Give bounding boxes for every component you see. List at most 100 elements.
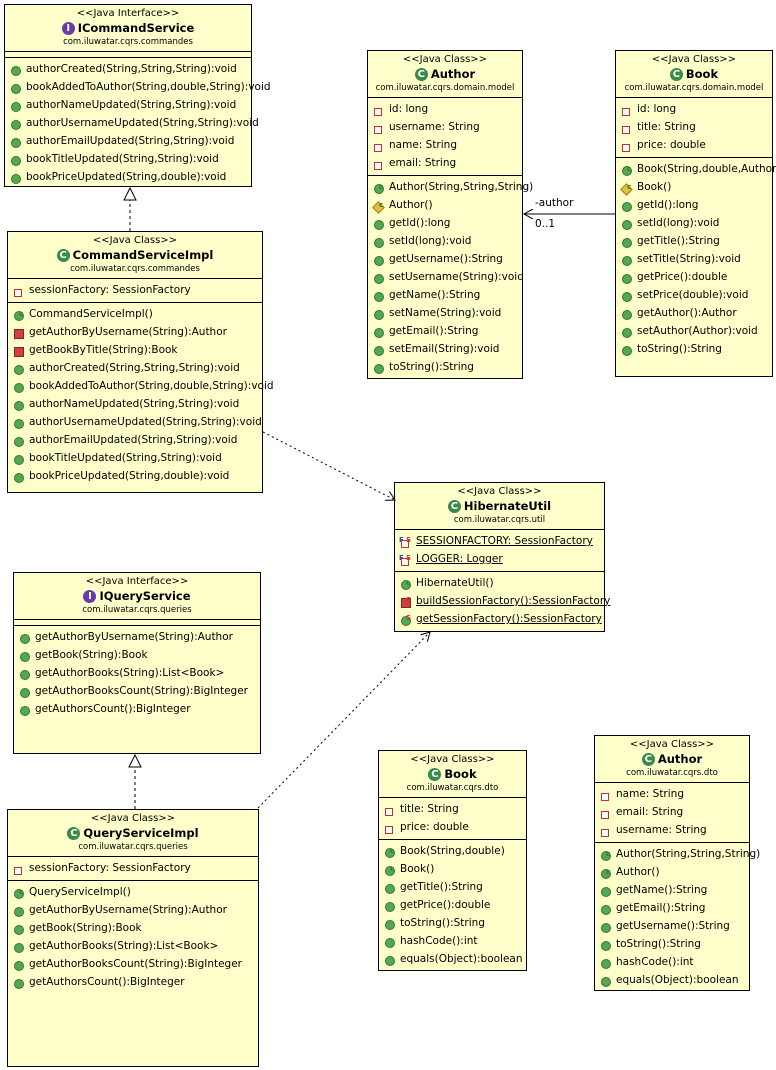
- public-method-icon: [11, 119, 21, 130]
- static-public-method-icon: [401, 615, 411, 626]
- method-row: getAuthorByUsername(String):Author: [8, 323, 262, 341]
- method-row: setAuthor(Author):void: [616, 322, 772, 340]
- field-text: email: String: [616, 806, 684, 818]
- method-text: getAuthorByUsername(String):Author: [35, 631, 233, 643]
- method-text: authorNameUpdated(String,String):void: [29, 398, 240, 410]
- method-text: setUsername(String):void: [389, 271, 524, 283]
- field-row: name: String: [595, 785, 749, 803]
- method-text: getSessionFactory():SessionFactory: [416, 613, 602, 625]
- public-method-icon: [14, 382, 24, 393]
- field-row: sessionFactory: SessionFactory: [8, 859, 258, 877]
- method-row: toString():String: [616, 340, 772, 358]
- method-row: getAuthor():Author: [616, 304, 772, 322]
- public-method-icon: [622, 237, 632, 248]
- class-c-icon: C: [447, 499, 461, 513]
- method-text: equals(Object):boolean: [400, 953, 523, 965]
- method-text: Author(): [389, 199, 433, 211]
- method-text: setPrice(double):void: [637, 289, 749, 301]
- class-name-text: QueryServiceImpl: [83, 826, 199, 840]
- class-c-icon: C: [56, 248, 70, 262]
- public-method-icon: [601, 976, 611, 987]
- field-text: title: String: [400, 803, 459, 815]
- public-method-icon: [622, 327, 632, 338]
- stereotype: <<Java Interface>>: [85, 576, 189, 587]
- method-row: getEmail():String: [368, 322, 522, 340]
- method-text: HibernateUtil(): [416, 577, 494, 589]
- constructor-icon: [374, 183, 384, 194]
- private-field-icon: [374, 161, 382, 170]
- constructor-icon: [385, 865, 395, 876]
- method-row: authorNameUpdated(String,String):void: [8, 395, 262, 413]
- public-method-icon: [385, 937, 395, 948]
- private-field-icon: [601, 792, 609, 801]
- method-text: getAuthorBooksCount(String):BigInteger: [29, 958, 242, 970]
- package-name: com.iluwatar.cqrs.commandes: [63, 37, 193, 47]
- method-row: getId():long: [368, 214, 522, 232]
- private-field-icon: [14, 288, 22, 297]
- attributes-section: name: String email: String username: Str…: [595, 783, 749, 843]
- package-name: com.iluwatar.cqrs.dto: [406, 783, 499, 793]
- field-row: sessionFactory: SessionFactory: [8, 281, 262, 299]
- association-multiplicity-label: 0..1: [535, 218, 556, 230]
- method-text: hashCode():int: [400, 935, 478, 947]
- public-method-icon: [374, 363, 384, 374]
- private-field-icon: [374, 107, 382, 116]
- method-text: bookTitleUpdated(String,String):void: [26, 153, 219, 165]
- constructor-icon: [601, 868, 611, 879]
- stereotype: <<Java Class>>: [457, 486, 542, 497]
- method-text: Author(String,String,String): [616, 848, 761, 860]
- public-method-icon: [385, 901, 395, 912]
- method-text: getEmail():String: [616, 902, 706, 914]
- method-text: getAuthorBooks(String):List<Book>: [35, 667, 225, 679]
- method-text: getUsername():String: [389, 253, 503, 265]
- public-method-icon: [601, 886, 611, 897]
- field-row: price: double: [616, 136, 772, 154]
- method-text: toString():String: [389, 361, 474, 373]
- stereotype: <<Java Class>>: [410, 754, 495, 765]
- private-field-icon: [385, 807, 393, 816]
- method-row: hashCode():int: [595, 953, 749, 971]
- attributes-section: sessionFactory: SessionFactory: [8, 279, 262, 303]
- method-row: getId():long: [616, 196, 772, 214]
- field-text: price: double: [637, 139, 706, 151]
- methods-section: getAuthorByUsername(String):Author getBo…: [14, 626, 260, 721]
- method-row: getName():String: [595, 881, 749, 899]
- method-text: bookTitleUpdated(String,String):void: [29, 452, 222, 464]
- method-row: authorUsernameUpdated(String,String):voi…: [8, 413, 262, 431]
- public-method-icon: [385, 919, 395, 930]
- method-text: buildSessionFactory():SessionFactory: [416, 595, 611, 607]
- method-text: getUsername():String: [616, 920, 730, 932]
- method-row: getAuthorBooks(String):List<Book>: [8, 937, 258, 955]
- field-text: username: String: [389, 121, 480, 133]
- method-text: setTitle(String):void: [637, 253, 741, 265]
- field-row: title: String: [379, 800, 526, 818]
- method-text: setId(long):void: [637, 217, 720, 229]
- method-row: toString():String: [595, 935, 749, 953]
- method-row: getBook(String):Book: [14, 646, 260, 664]
- public-method-icon: [14, 960, 24, 971]
- method-text: Author(): [616, 866, 660, 878]
- method-text: getAuthorByUsername(String):Author: [29, 904, 227, 916]
- field-text: email: String: [389, 157, 457, 169]
- public-method-icon: [374, 237, 384, 248]
- package-name: com.iluwatar.cqrs.util: [453, 515, 546, 525]
- public-method-icon: [11, 173, 21, 184]
- public-method-icon: [374, 255, 384, 266]
